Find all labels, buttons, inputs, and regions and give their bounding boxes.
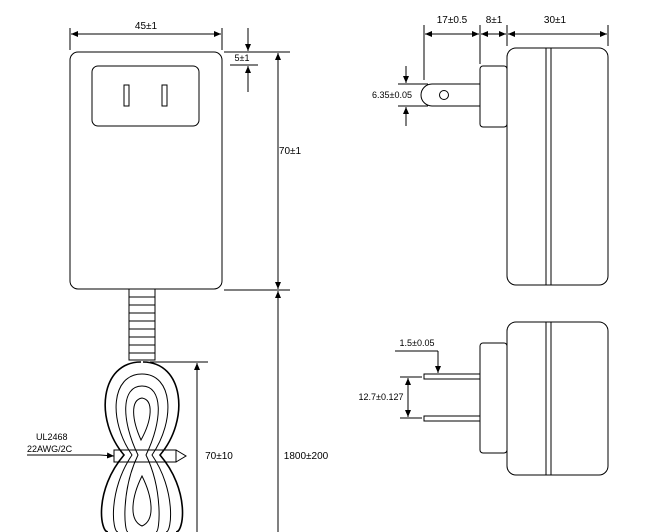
prong-length-label: 17±0.5 <box>437 15 468 26</box>
prong-top <box>423 373 481 380</box>
adapter-body-bottom <box>506 321 609 476</box>
plug-base-bottom <box>479 342 508 454</box>
body-depth-label: 30±1 <box>544 15 567 26</box>
adapter-body-side <box>506 47 609 286</box>
cable-length-label: 1800±200 <box>284 451 329 462</box>
socket-slot-left <box>123 84 130 107</box>
prong-bottom <box>423 415 481 422</box>
height-dimension-label: 70±1 <box>279 146 302 157</box>
prong-diameter-label: 6.35±0.05 <box>372 90 412 100</box>
strain-relief <box>128 288 156 361</box>
outlet-socket <box>91 65 200 127</box>
side-view: 17±0.5 8±1 30±1 6.35±0.05 <box>372 15 609 286</box>
coil-length-label: 70±10 <box>205 451 233 462</box>
socket-offset-label: 5±1 <box>235 53 250 63</box>
socket-slot-right <box>161 84 168 107</box>
prong-hole <box>439 90 449 100</box>
bottom-view: 1.5±0.05 12.7±0.127 <box>359 321 609 476</box>
base-dimension-label: 8±1 <box>486 15 503 26</box>
front-view: 45±1 5±1 70±1 <box>27 21 329 532</box>
cable-spec-line1: UL2468 <box>36 432 68 442</box>
prong-thickness-label: 1.5±0.05 <box>400 338 435 348</box>
cable-spec-line2: 22AWG/2C <box>27 444 73 454</box>
prong-side <box>420 83 480 107</box>
width-dimension-label: 45±1 <box>135 21 158 32</box>
prong-spacing-label: 12.7±0.127 <box>359 392 404 402</box>
coiled-cable <box>100 361 187 532</box>
plug-base-side <box>479 65 508 128</box>
